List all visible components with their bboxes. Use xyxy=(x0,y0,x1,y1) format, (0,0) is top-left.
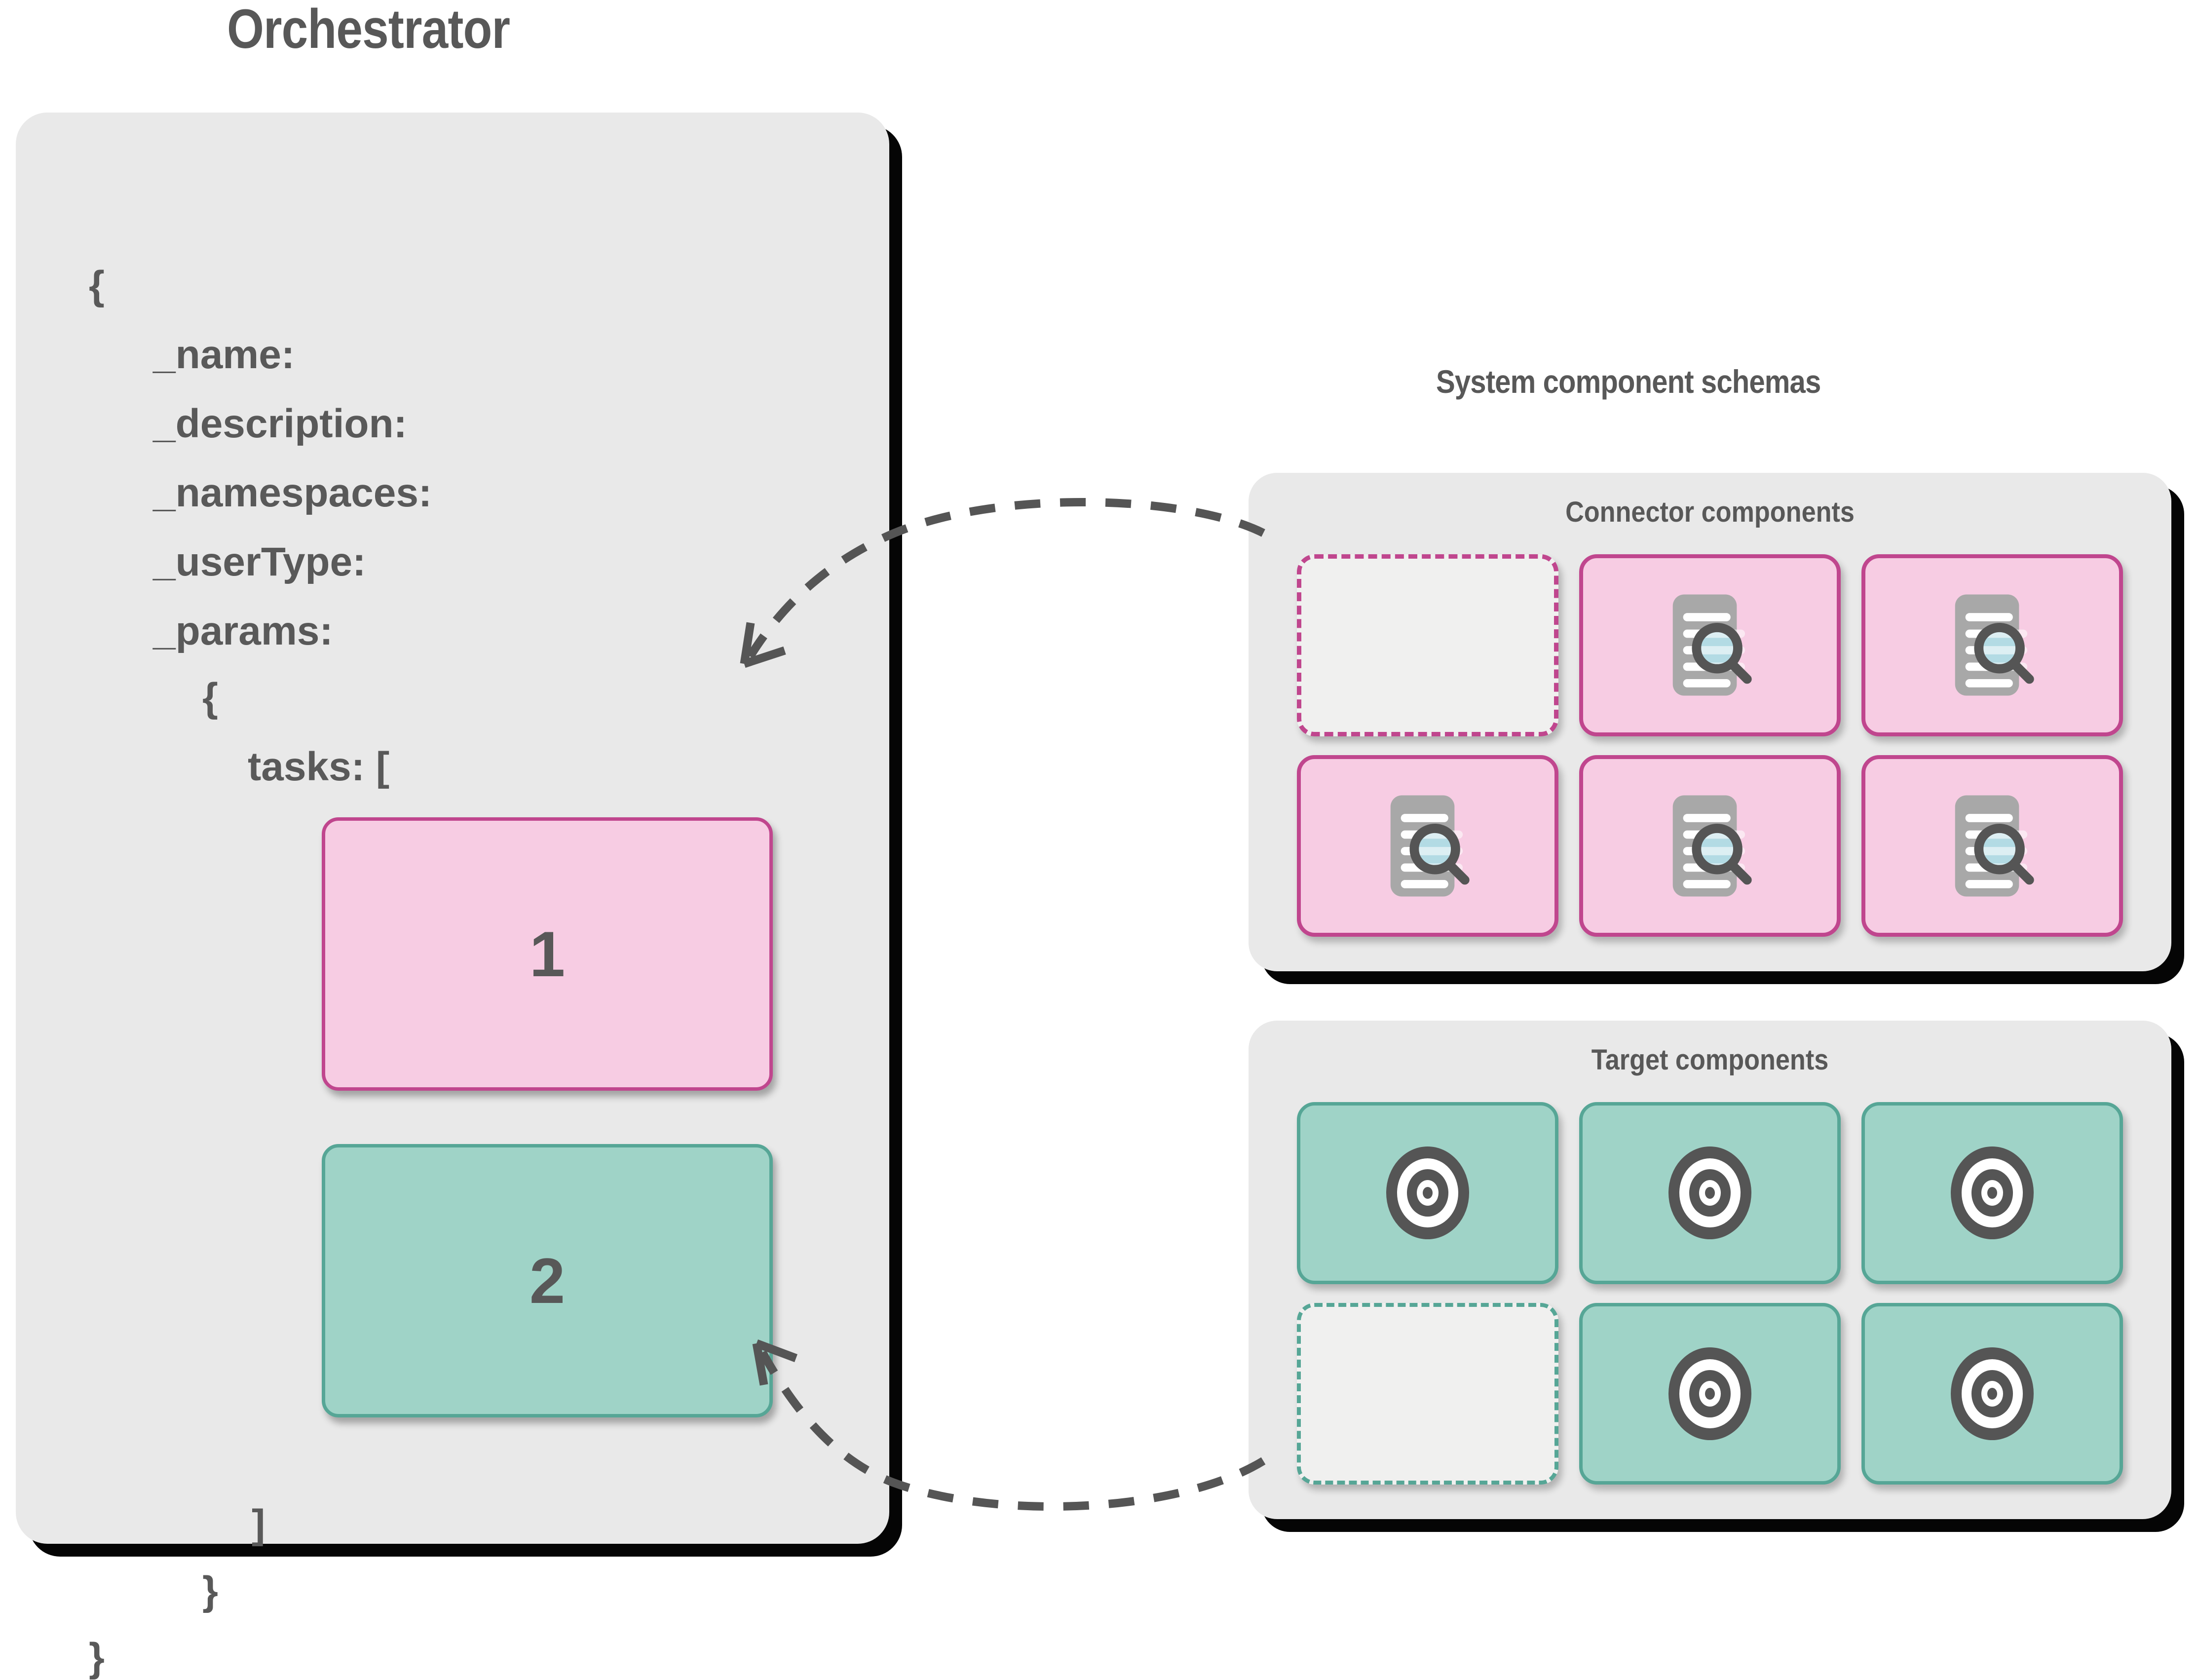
code-line-params: _params: xyxy=(153,609,333,653)
connector-components-panel: Connector components xyxy=(1249,473,2171,971)
orchestrator-panel: { _name: _description: _namespaces: _use… xyxy=(16,113,889,1678)
document-search-icon xyxy=(1376,789,1479,903)
target-components-panel: Target components xyxy=(1249,1021,2171,1519)
connector-component-slot-empty[interactable] xyxy=(1297,554,1558,736)
code-line-brace-open: { xyxy=(89,263,105,308)
connector-component-card[interactable] xyxy=(1861,755,2123,937)
connector-component-card[interactable] xyxy=(1579,554,1841,736)
target-component-card[interactable] xyxy=(1861,1302,2123,1485)
document-search-icon xyxy=(1940,789,2044,903)
target-components-heading: Target components xyxy=(1591,1044,1829,1076)
page-title: Orchestrator xyxy=(227,0,510,60)
document-search-icon xyxy=(1940,588,2044,702)
document-search-icon xyxy=(1658,789,1762,903)
code-line-brace-inner-close: } xyxy=(202,1568,218,1613)
code-line-tasks: tasks: [ xyxy=(248,744,390,789)
task-box-1-label: 1 xyxy=(529,918,566,990)
connector-component-card[interactable] xyxy=(1579,755,1841,937)
code-line-brace-inner-open: { xyxy=(202,675,218,720)
task-box-2-label: 2 xyxy=(529,1245,566,1317)
task-box-2[interactable]: 2 xyxy=(322,1144,773,1417)
target-component-card[interactable] xyxy=(1579,1302,1841,1485)
schemas-title: System component schemas xyxy=(1436,363,1821,400)
document-search-icon xyxy=(1658,588,1762,702)
connector-components-grid xyxy=(1297,554,2123,937)
bullseye-target-icon xyxy=(1661,1339,1759,1448)
task-box-1[interactable]: 1 xyxy=(322,817,773,1091)
target-component-card[interactable] xyxy=(1297,1102,1558,1284)
bullseye-target-icon xyxy=(1378,1139,1477,1247)
code-line-bracket-close: ] xyxy=(252,1502,265,1547)
code-line-namespaces: _namespaces: xyxy=(153,470,432,515)
connector-components-heading: Connector components xyxy=(1565,496,1855,528)
bullseye-target-icon xyxy=(1661,1139,1759,1247)
target-component-slot-empty[interactable] xyxy=(1297,1302,1558,1485)
connector-component-card[interactable] xyxy=(1861,554,2123,736)
code-line-description: _description: xyxy=(153,401,407,446)
bullseye-target-icon xyxy=(1943,1339,2042,1448)
target-component-card[interactable] xyxy=(1861,1102,2123,1284)
connector-component-card[interactable] xyxy=(1297,755,1558,937)
bullseye-target-icon xyxy=(1943,1139,2042,1247)
code-line-user-type: _userType: xyxy=(153,539,366,584)
code-line-name: _name: xyxy=(153,332,295,377)
code-line-brace-close: } xyxy=(89,1635,105,1680)
target-components-grid xyxy=(1297,1102,2123,1485)
target-component-card[interactable] xyxy=(1579,1102,1841,1284)
